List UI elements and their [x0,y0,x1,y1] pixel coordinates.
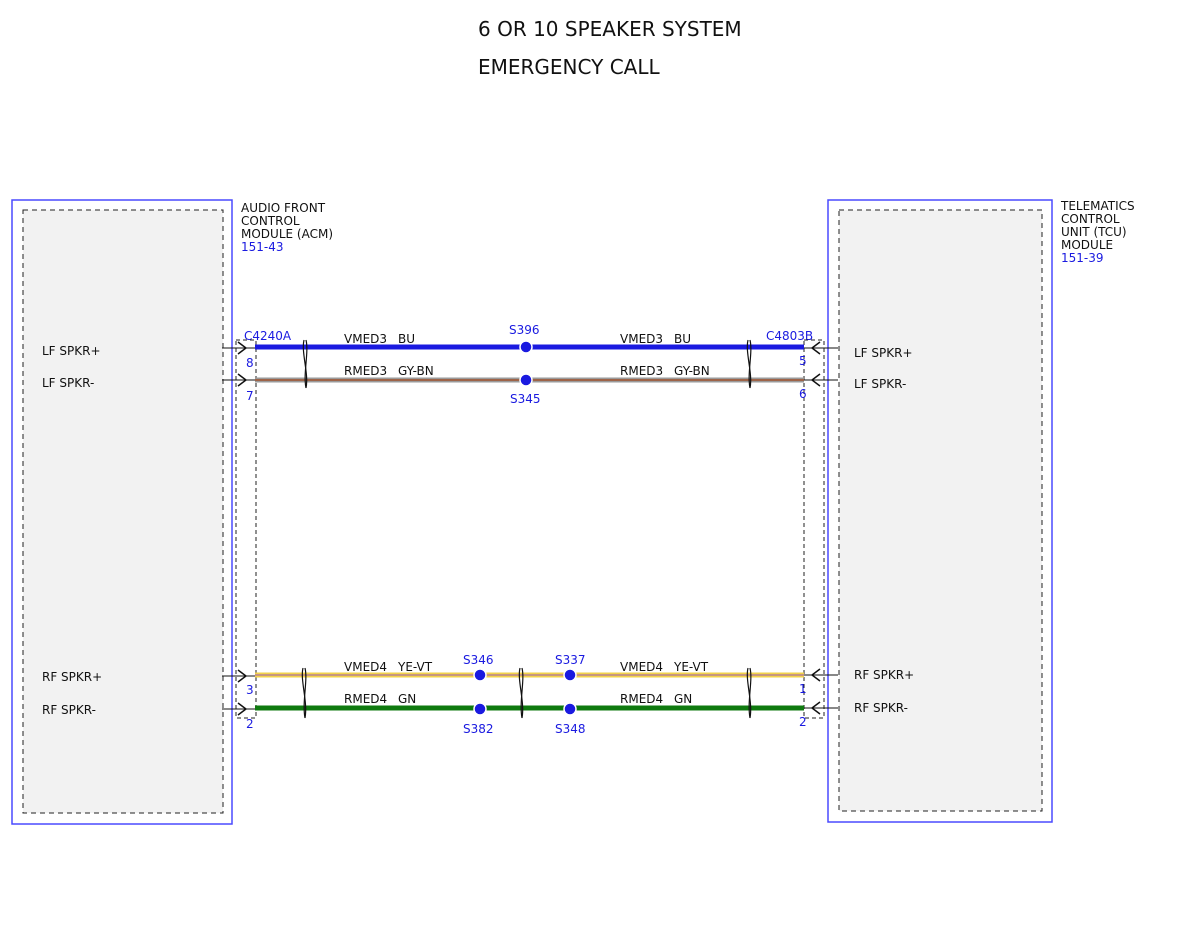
splice-s382[interactable] [473,702,487,716]
left-module-name-line-1: AUDIO FRONT [241,201,326,215]
wire-3-right-circuit: VMED4 [620,660,663,674]
splice-s346[interactable] [473,668,487,682]
left-module-ref: 151-43 [241,240,284,254]
splice-s346-label: S346 [463,653,494,667]
right-module-name-line-4: MODULE [1061,238,1113,252]
right-module-name-line-1: TELEMATICS [1060,199,1135,213]
right-connector-outline [803,339,825,719]
right-pin-label-lf-spkr-plus: LF SPKR+ [854,346,913,360]
wire-4-left-color: GN [398,692,416,706]
left-module[interactable] [11,199,233,825]
right-module-ref: 151-39 [1061,251,1104,265]
splice-s345[interactable] [519,373,533,387]
wire-2-right-color: GY-BN [674,364,710,378]
left-pin-label-lf-spkr-minus: LF SPKR- [42,376,94,390]
splice-s382-label: S382 [463,722,494,736]
right-connector-id: C4803B [766,329,813,343]
left-module-name-line-2: CONTROL [241,214,300,228]
wire-3-left-color: YE-VT [397,660,433,674]
wire-4-left-circuit: RMED4 [344,692,387,706]
splice-s345-label: S345 [510,392,541,406]
wire-2-right-circuit: RMED3 [620,364,663,378]
left-pin-number-1: 8 [246,356,254,370]
wire-2-left-color: GY-BN [398,364,434,378]
wire-1-right-circuit: VMED3 [620,332,663,346]
left-connector-id: C4240A [244,329,292,343]
splice-s337-label: S337 [555,653,586,667]
wire-3-left-circuit: VMED4 [344,660,387,674]
left-pin-label-rf-spkr-minus: RF SPKR- [42,703,96,717]
right-module[interactable] [827,199,1053,823]
right-pin-number-3: 1 [799,682,807,696]
wire-1-left-color: BU [398,332,415,346]
right-pin-number-2: 6 [799,387,807,401]
splice-s396[interactable] [519,340,533,354]
wire-rmed4-gn[interactable] [222,701,838,716]
right-pin-label-rf-spkr-minus: RF SPKR- [854,701,908,715]
left-module-name-line-3: MODULE (ACM) [241,227,333,241]
splice-s348[interactable] [563,702,577,716]
wire-1-left-circuit: VMED3 [344,332,387,346]
left-pin-label-rf-spkr-plus: RF SPKR+ [42,670,102,684]
right-pin-label-lf-spkr-minus: LF SPKR- [854,377,906,391]
diagram-title: 6 OR 10 SPEAKER SYSTEM [478,17,742,41]
left-pin-number-2: 7 [246,389,254,403]
splice-s348-label: S348 [555,722,586,736]
wire-4-right-circuit: RMED4 [620,692,663,706]
diagram-subtitle: EMERGENCY CALL [478,55,660,79]
wire-4-right-color: GN [674,692,692,706]
splice-s396-label: S396 [509,323,540,337]
splice-s337[interactable] [563,668,577,682]
right-module-name-line-2: CONTROL [1061,212,1120,226]
wire-2-left-circuit: RMED3 [344,364,387,378]
wire-1-right-color: BU [674,332,691,346]
twisted-pair-symbols [301,339,752,719]
left-pin-number-4: 2 [246,717,254,731]
wire-vmed4-ye-vt[interactable] [222,668,838,683]
right-pin-label-rf-spkr-plus: RF SPKR+ [854,668,914,682]
right-pin-number-4: 2 [799,715,807,729]
left-connector-outline [235,339,257,719]
right-module-name-line-3: UNIT (TCU) [1061,225,1127,239]
left-pin-number-3: 3 [246,683,254,697]
wire-3-right-color: YE-VT [673,660,709,674]
left-pin-label-lf-spkr-plus: LF SPKR+ [42,344,101,358]
right-pin-number-1: 5 [799,354,807,368]
